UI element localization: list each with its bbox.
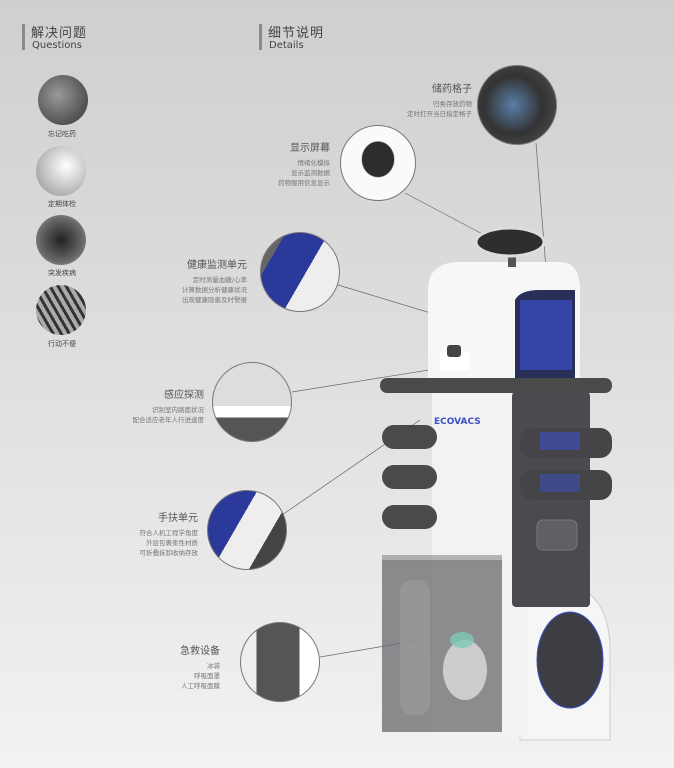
callout-sensor: 感应探测 识别室内路面状况 配合适应老年人行进速度 [133,386,205,425]
callout-screen: 显示屏幕 情绪化模拟 显示监测数据 药物服用信息显示 [278,139,330,188]
callout-title: 急救设备 [180,646,220,657]
callout-title: 感应探测 [164,390,204,401]
pill-photo [38,75,88,125]
callout-line: 显示监测数据 [291,169,330,177]
handle-detail-image [207,490,287,570]
callout-line: 呼吸面罩 [194,672,220,680]
callout-line: 识别室内路面状况 [152,406,204,414]
screen-detail-image [340,125,416,201]
callout-line: 人工呼吸面膜 [181,682,220,690]
callout-line: 计算数据分析健康状况 [182,286,247,294]
callout-title: 手扶单元 [158,513,198,524]
callout-title: 显示屏幕 [290,143,330,154]
walker-photo [36,285,86,335]
callout-line: 定时打开当日指定格子 [407,110,472,118]
callout-line: 药物服用信息显示 [278,179,330,187]
callout-line: 配合适应老年人行进速度 [132,416,205,424]
callout-line: 出现健康隐患及时警报 [182,296,247,304]
question-label: 行动不便 [48,340,76,348]
checkup-photo [36,146,86,196]
callout-line: 情绪化模拟 [297,159,331,167]
callout-title: 储药格子 [432,84,472,95]
callout-storage: 储药格子 归类存放药物 定时打开当日指定格子 [407,80,472,119]
callout-handle: 手扶单元 符合人机工程学角度 外层包裹柔性材质 可折叠拆卸收纳存放 [140,509,199,558]
question-label: 突发疾病 [48,269,76,277]
questions-subtitle: Questions [32,40,82,51]
firstaid-detail-image [240,622,320,702]
sensor-detail-image [212,362,292,442]
illness-photo [36,215,86,265]
question-label: 忘记吃药 [48,130,76,138]
question-label: 定期体检 [48,200,76,208]
callout-line: 归类存放药物 [433,100,472,108]
questions-title: 解决问题 [31,26,88,41]
callout-title: 健康监测单元 [187,260,247,271]
header-bar [259,24,262,50]
callout-line: 外层包裹柔性材质 [146,539,198,547]
callout-line: 冰袋 [207,662,220,670]
callout-line: 定时测量血糖/心率 [192,276,247,284]
callout-health: 健康监测单元 定时测量血糖/心率 计算数据分析健康状况 出现健康隐患及时警报 [182,256,247,305]
callout-firstaid: 急救设备 冰袋 呼吸面罩 人工呼吸面膜 [180,642,220,691]
header-bar [22,24,25,50]
details-subtitle: Details [269,40,304,51]
health-detail-image [260,232,340,312]
brand-logo: ECOVACS [434,417,481,427]
details-title: 细节说明 [268,26,325,41]
callout-line: 可折叠拆卸收纳存放 [139,549,199,557]
storage-detail-image [477,65,557,145]
callout-line: 符合人机工程学角度 [139,529,199,537]
